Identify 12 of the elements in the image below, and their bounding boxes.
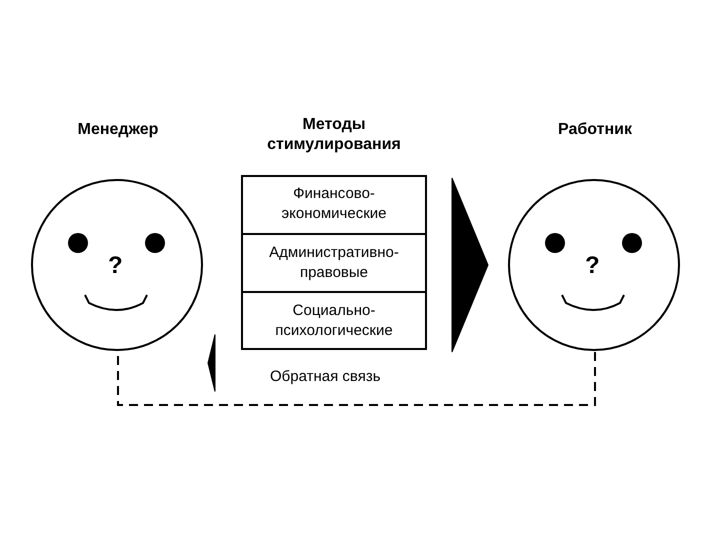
method-label: Административно- правовые [268, 243, 400, 283]
question-mark: ? [108, 252, 123, 280]
role-heading: Менеджер [76, 120, 160, 140]
feedback-line [117, 352, 596, 406]
role-heading: Работник [557, 120, 633, 140]
group-heading: Методы стимулирования [266, 115, 402, 155]
edge-label: Обратная связь [270, 368, 381, 385]
method-label: Социально- психологические [274, 301, 394, 341]
chevron-arrow [207, 334, 216, 392]
chevron-arrow [452, 178, 489, 352]
question-mark: ? [585, 252, 600, 280]
method-label: Финансово- экономические [280, 184, 388, 224]
